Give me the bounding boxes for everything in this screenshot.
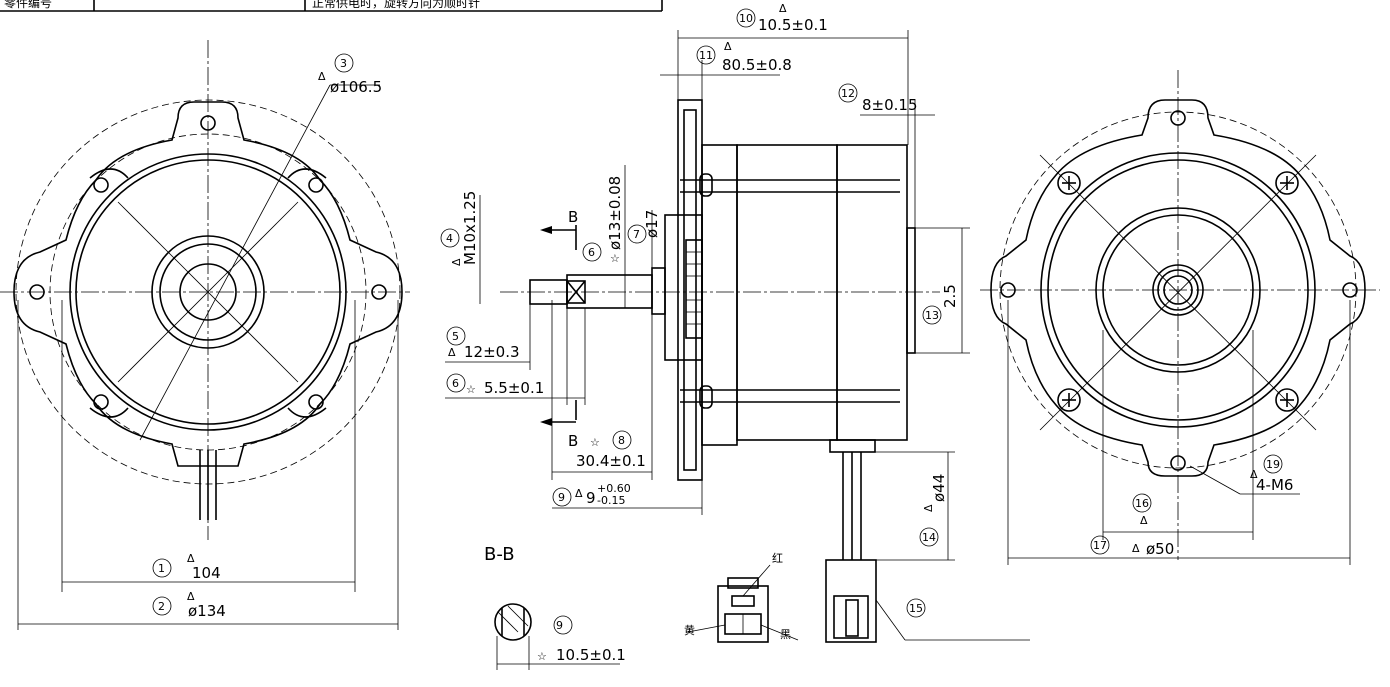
dim-18-triangle: Δ <box>1132 542 1140 555</box>
dim-6b-value: ø13±0.08 <box>606 176 624 250</box>
wire-black-label: 黑 <box>780 628 791 641</box>
dim-8-num: 8 <box>618 434 625 447</box>
wire-red-label: 红 <box>772 552 783 565</box>
rear-view-dimensions: 19 Δ 4-M6 16 Δ 17 Δ ø50 <box>1007 300 1351 565</box>
dim-5-triangle: Δ <box>448 346 456 359</box>
dim-10-star: ☆ <box>537 650 547 663</box>
dim-2-num: 2 <box>158 600 165 613</box>
dim-3-value: ø106.5 <box>330 78 382 96</box>
dim-9-tol-upper: +0.60 <box>597 482 631 495</box>
dim-9-triangle: Δ <box>575 487 583 500</box>
side-view-dimensions: 10 Δ 10.5±0.1 11 Δ 80.5±0.8 12 8±0.15 13… <box>440 2 1030 641</box>
section-mark-bottom: B <box>568 432 578 450</box>
dim-9-num: 9 <box>558 491 565 504</box>
dim-1-triangle: Δ <box>187 552 195 565</box>
dim-13-num: 12 <box>841 87 855 100</box>
dim-4-triangle: Δ <box>450 258 463 266</box>
dim-12-triangle: Δ <box>724 40 732 53</box>
header-table: 零件编号 正常供电时，旋转方向为顺时针 <box>0 0 663 12</box>
dim-15-triangle: Δ <box>922 504 935 512</box>
dim-11-num: 10 <box>739 12 753 25</box>
section-mark-top: B <box>568 208 578 226</box>
front-view <box>0 40 410 540</box>
dim-9-tol-lower: -0.15 <box>597 494 625 507</box>
dim-1-value: 104 <box>192 564 221 582</box>
dim-13-value: 8±0.15 <box>862 96 918 114</box>
section-title: B-B <box>484 544 515 565</box>
dim-5-value: 12±0.3 <box>464 343 520 361</box>
dim-1-num: 1 <box>158 562 165 575</box>
dim-8-value: 30.4±0.1 <box>576 452 646 470</box>
dim-6b-star: ☆ <box>610 252 620 265</box>
dim-14-num: 13 <box>925 309 939 322</box>
dim-3-triangle: Δ <box>318 70 326 83</box>
rear-view <box>980 70 1380 560</box>
dim-5-num: 5 <box>452 330 459 343</box>
dim-18-num: 17 <box>1093 539 1107 552</box>
dim-2-triangle: Δ <box>187 590 195 603</box>
dim-3-num: 3 <box>340 57 347 70</box>
header-left-cell: 零件编号 <box>4 0 52 10</box>
dim-10-num: 9 <box>556 619 563 632</box>
dim-17-triangle: Δ <box>1140 514 1148 527</box>
dim-6-star: ☆ <box>466 383 476 396</box>
dim-12-num: 11 <box>699 49 713 62</box>
dim-19-value: 4-M6 <box>1256 476 1293 494</box>
dim-9-value: 9 <box>586 489 596 507</box>
dim-15-value: ø44 <box>930 474 948 502</box>
dim-2-value: ø134 <box>188 602 226 620</box>
dim-7-num: 7 <box>633 228 640 241</box>
front-view-dimensions: 3 Δ ø106.5 1 Δ 104 2 Δ ø134 <box>17 53 399 630</box>
dim-7-value: ø17 <box>643 210 661 238</box>
dim-6-value: 5.5±0.1 <box>484 379 544 397</box>
connector-detail: 红 黄 黑 <box>684 552 799 643</box>
dim-11-triangle: Δ <box>779 2 787 15</box>
dim-8-star: ☆ <box>590 436 600 449</box>
dim-17-num: 16 <box>1135 497 1149 510</box>
dim-6-num: 6 <box>452 377 459 390</box>
dim-19-triangle: Δ <box>1250 468 1258 481</box>
dim-19-num: 19 <box>1266 458 1280 471</box>
dim-14-value: 2.5 <box>941 284 959 308</box>
dim-16-num: 15 <box>909 602 923 615</box>
dim-18-value: ø50 <box>1146 540 1174 558</box>
dim-15-num: 14 <box>922 531 936 544</box>
dim-4-num: 4 <box>446 232 453 245</box>
wire-yellow-label: 黄 <box>684 623 695 637</box>
side-view: B B <box>500 99 940 643</box>
dim-6b-num: 6 <box>588 246 595 259</box>
section-view: B-B 9 ☆ 10.5±0.1 <box>484 544 626 670</box>
dim-4-value: M10x1.25 <box>461 191 479 265</box>
dim-11-value: 10.5±0.1 <box>758 16 828 34</box>
header-right-cell: 正常供电时，旋转方向为顺时针 <box>312 0 480 10</box>
dim-10-value: 10.5±0.1 <box>556 646 626 664</box>
dim-12-value: 80.5±0.8 <box>722 56 792 74</box>
